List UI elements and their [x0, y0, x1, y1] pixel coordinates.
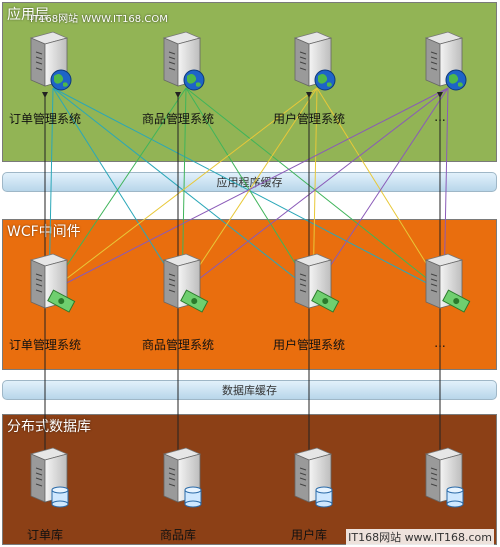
app-layer-title: 应用层: [7, 7, 49, 23]
wcf-server-orders-icon: [27, 252, 85, 326]
globe-icon: [50, 69, 72, 91]
app-server-label-orders: 订单管理系统: [8, 112, 81, 126]
globe-icon: [183, 69, 205, 91]
wcf-server-users-icon: [291, 252, 349, 326]
db-cache-bar: 数据库缓存: [2, 380, 497, 400]
db-server-label-orders: 订单库: [26, 528, 63, 542]
db-server-label-products: 商品库: [159, 528, 196, 542]
db-server-label-users: 用户库: [290, 528, 327, 542]
database-icon: [446, 486, 464, 508]
db-layer-title: 分布式数据库: [7, 419, 91, 435]
money-icon: [47, 289, 76, 313]
connector-app-more-to-wcf-orders: [48, 87, 449, 293]
connector-app-more-to-wcf-users: [312, 87, 449, 293]
app-server-label-products: 商品管理系统: [141, 112, 214, 126]
app-layer-band: 应用层: [2, 2, 497, 162]
db-server-more-icon: [422, 446, 480, 520]
connector-app-more-to-wcf-products: [181, 87, 449, 293]
money-icon: [311, 289, 340, 313]
database-icon: [51, 486, 69, 508]
money-icon: [180, 289, 209, 313]
connector-app-products-to-wcf-orders: [48, 87, 187, 293]
app-server-label-users: 用户管理系统: [272, 112, 345, 126]
app-cache-label: 应用程序缓存: [216, 176, 283, 189]
wcf-server-more-icon: [422, 252, 480, 326]
database-icon: [184, 486, 202, 508]
wcf-server-products-icon: [160, 252, 218, 326]
db-server-users-icon: [291, 446, 349, 520]
globe-icon: [314, 69, 336, 91]
database-icon: [315, 486, 333, 508]
db-server-orders-icon: [27, 446, 85, 520]
app-server-users-icon: [291, 30, 349, 104]
money-icon: [442, 289, 471, 313]
app-server-more-icon: [422, 30, 480, 104]
globe-icon: [445, 69, 467, 91]
wcf-server-label-users: 用户管理系统: [272, 338, 345, 352]
db-layer-band: 分布式数据库: [2, 414, 497, 545]
watermark-top: IT168网站 WWW.IT168.COM: [30, 14, 168, 25]
watermark-bottom: IT168网站 www.IT168.com: [346, 529, 494, 545]
wcf-server-label-more: ...: [434, 336, 446, 350]
app-server-orders-icon: [27, 30, 85, 104]
app-server-products-icon: [160, 30, 218, 104]
db-cache-label: 数据库缓存: [222, 384, 277, 397]
app-server-label-more: ...: [434, 110, 446, 124]
wcf-server-label-products: 商品管理系统: [141, 338, 214, 352]
connector-app-users-to-wcf-orders: [48, 87, 318, 293]
wcf-server-label-orders: 订单管理系统: [8, 338, 81, 352]
db-server-products-icon: [160, 446, 218, 520]
